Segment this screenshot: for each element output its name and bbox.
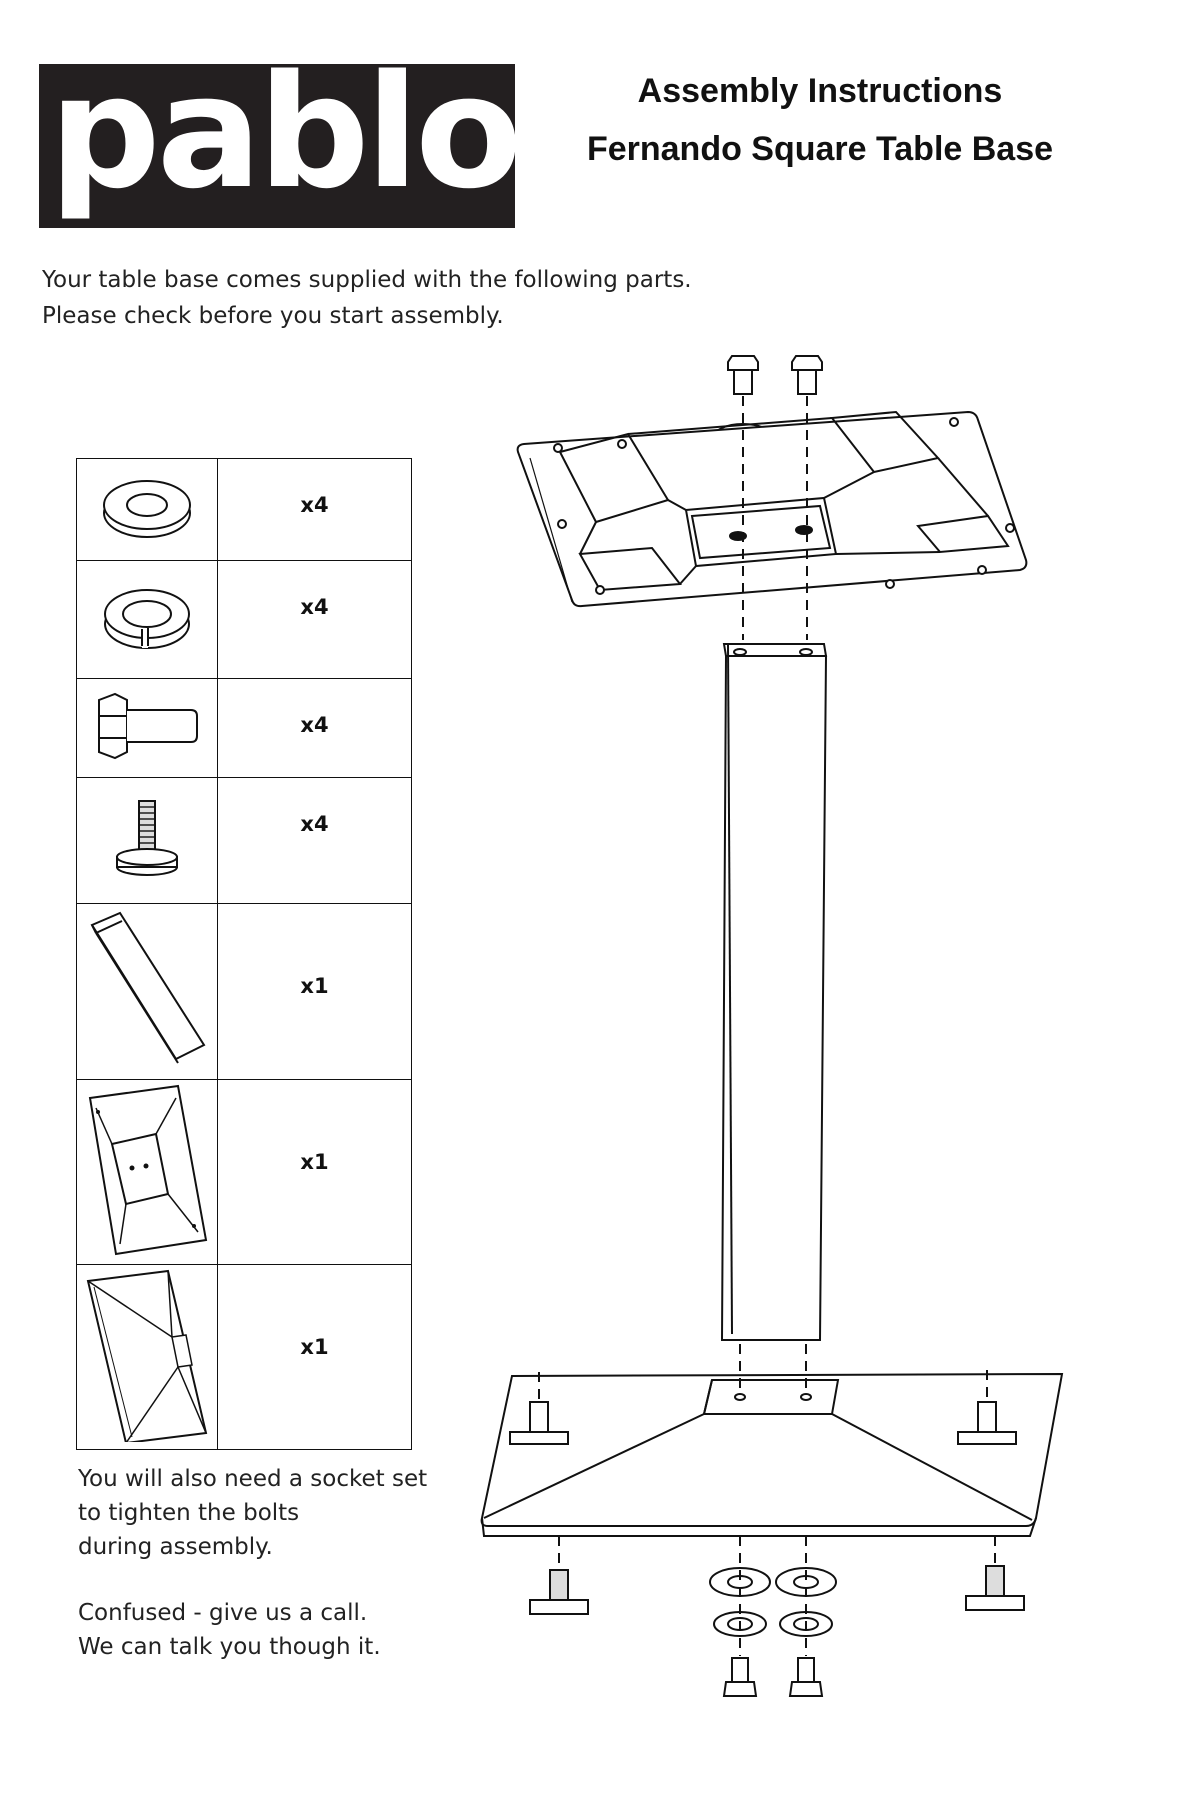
part-qty-cell: x4 [217, 678, 412, 778]
socket-note: You will also need a socket set to tight… [78, 1462, 427, 1564]
part-image-cell [76, 560, 218, 679]
base-drawing [480, 1372, 1064, 1537]
top-plate-drawing [516, 410, 1028, 608]
parts-row: x4 [76, 678, 412, 778]
page-title: Assembly Instructions [637, 72, 1003, 110]
part-qty-cell: x4 [217, 560, 412, 679]
parts-row: x4 [76, 458, 412, 561]
intro-line-1: Your table base comes supplied with the … [42, 267, 692, 293]
parts-row: x1 [76, 903, 412, 1080]
part-qty: x1 [300, 1335, 329, 1359]
parts-row: x4 [76, 777, 412, 904]
part-image-cell [76, 1264, 218, 1450]
parts-row: x1 [76, 1079, 412, 1265]
top-bolt-icon [791, 355, 823, 395]
brand-logo: pablo [39, 54, 522, 228]
intro-line-2: Please check before you start assembly. [42, 303, 504, 329]
top-plate-icon [88, 1084, 208, 1256]
note-line: Confused - give us a call. [78, 1600, 368, 1626]
intro-text: Your table base comes supplied with the … [42, 262, 692, 334]
flat-washer-icon [103, 480, 191, 538]
assembly-guide-lines [538, 396, 996, 1656]
hex-bolt-icon [98, 692, 198, 759]
bottom-bolt-icon [722, 1657, 758, 1697]
parts-table: x4 x4 x4 [76, 458, 412, 1450]
part-qty: x4 [300, 595, 329, 619]
parts-row: x4 [76, 560, 412, 679]
part-qty: x1 [300, 1150, 329, 1174]
bottom-bolt-icon [788, 1657, 824, 1697]
part-qty: x1 [300, 974, 329, 998]
column-icon [90, 911, 206, 1064]
parts-row: x1 [76, 1264, 412, 1450]
part-image-cell [76, 678, 218, 778]
part-image-cell [76, 903, 218, 1080]
note-line: You will also need a socket set [78, 1466, 428, 1492]
spring-washer-icon [104, 589, 190, 649]
leveling-foot-icon [116, 800, 178, 876]
logo-text: pablo [49, 41, 522, 223]
contact-note: Confused - give us a call. We can talk y… [78, 1596, 381, 1664]
part-qty: x4 [300, 493, 329, 517]
page-subtitle: Fernando Square Table Base [586, 130, 1054, 168]
part-qty: x4 [300, 812, 329, 836]
top-bolt-icon [727, 355, 759, 395]
leveling-foot-icon [529, 1569, 589, 1615]
part-qty-cell: x1 [217, 903, 412, 1080]
part-qty-cell: x4 [217, 458, 412, 561]
part-image-cell [76, 458, 218, 561]
column-drawing [720, 643, 828, 1341]
bottom-washers [709, 1567, 837, 1637]
part-qty-cell: x1 [217, 1079, 412, 1265]
part-image-cell [76, 777, 218, 904]
part-image-cell [76, 1079, 218, 1265]
exploded-assembly-diagram [480, 355, 1064, 1697]
part-qty-cell: x4 [217, 777, 412, 904]
base-plate-icon [86, 1269, 208, 1445]
leveling-foot-icon [965, 1565, 1025, 1611]
leveling-foot-icon [509, 1401, 569, 1445]
part-qty-cell: x1 [217, 1264, 412, 1450]
note-line: during assembly. [78, 1534, 273, 1560]
note-line: We can talk you though it. [78, 1634, 381, 1660]
note-line: to tighten the bolts [78, 1500, 300, 1526]
leveling-foot-icon [957, 1401, 1017, 1445]
part-qty: x4 [300, 713, 329, 737]
